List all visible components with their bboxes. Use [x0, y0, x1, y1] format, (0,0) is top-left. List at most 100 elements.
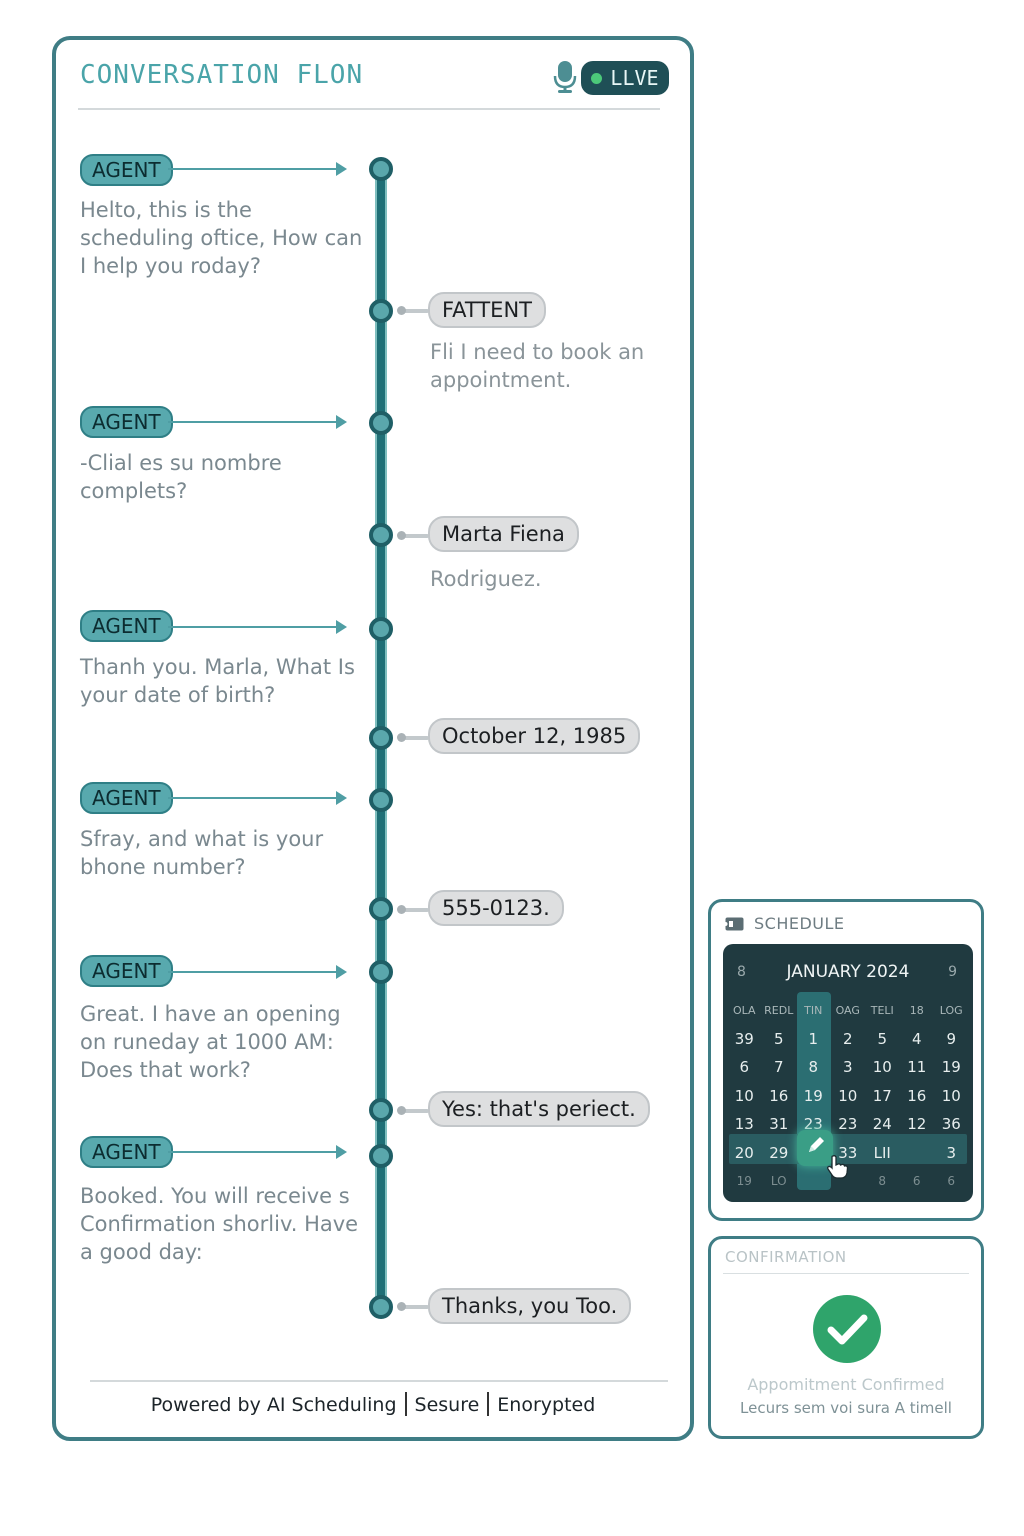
calendar-day[interactable]: 19	[803, 1086, 823, 1105]
connector	[397, 306, 429, 315]
ticket-icon	[725, 917, 744, 930]
agent-message: Great. I have an opening on runeday at 1…	[80, 1002, 341, 1082]
calendar-day[interactable]: 11	[907, 1058, 927, 1077]
timeline-node	[369, 1098, 393, 1122]
weekday-label: OAG	[835, 1003, 860, 1017]
live-label: LLVE	[610, 66, 659, 90]
calendar-day[interactable]: 5	[773, 1029, 784, 1048]
calendar-day[interactable]: LII	[873, 1143, 891, 1162]
arrow-right-icon	[168, 1145, 347, 1159]
arrow-right-icon	[168, 791, 347, 805]
weekday-label: OLA	[732, 1003, 756, 1017]
calendar-day[interactable]: 20	[734, 1143, 754, 1162]
agent-message: Helto, this is the scheduling oftice, Ho…	[80, 198, 363, 278]
timeline-node	[369, 299, 393, 323]
calendar-day[interactable]: 8	[808, 1058, 819, 1077]
calendar-day[interactable]: 10	[941, 1086, 961, 1105]
calendar-day[interactable]: 6	[947, 1174, 956, 1189]
calendar-day[interactable]: 36	[941, 1115, 961, 1134]
calendar-day[interactable]: 6	[912, 1174, 921, 1189]
schedule-title: SCHEDULE	[754, 914, 845, 933]
calendar-day[interactable]: 3	[946, 1143, 957, 1162]
timeline-node	[369, 157, 393, 181]
agent-tag: AGENT	[80, 1136, 173, 1168]
arrow-right-icon	[168, 620, 347, 634]
weekday-label: TIN	[804, 1003, 823, 1017]
microphone-icon[interactable]	[552, 60, 578, 94]
calendar-day[interactable]: 16	[769, 1086, 789, 1105]
calendar-weekday-row: OLA REDL TIN OAG TELI 18 LOG	[727, 996, 969, 1025]
calendar-day[interactable]: 10	[734, 1086, 754, 1105]
calendar-day[interactable]: 19	[736, 1174, 752, 1189]
footer-secure: Sesure	[414, 1394, 480, 1416]
calendar-day[interactable]: 23	[838, 1115, 858, 1134]
calendar-prev-button[interactable]: 8	[737, 964, 746, 980]
patient-message: Rodriguez.	[430, 567, 542, 591]
calendar-day[interactable]: 12	[907, 1115, 927, 1134]
live-dot-icon	[591, 72, 603, 84]
calendar-day[interactable]: 23	[803, 1115, 823, 1134]
timeline-node	[369, 411, 393, 435]
calendar-day[interactable]: 29	[769, 1143, 789, 1162]
calendar-day[interactable]: 3	[842, 1058, 853, 1077]
calendar-day[interactable]: 33	[838, 1143, 858, 1162]
agent-tag: AGENT	[80, 955, 173, 987]
calendar-day[interactable]: 24	[872, 1115, 892, 1134]
calendar-month: JANUARY 2024	[786, 962, 910, 982]
check-circle-icon	[813, 1295, 881, 1363]
patient-label-pill: Thanks, you Too.	[428, 1288, 632, 1324]
calendar-grid: OLA REDL TIN OAG TELI 18 LOG 39 5 1 2 5 …	[727, 996, 969, 1196]
calendar-day[interactable]: 39	[734, 1029, 754, 1048]
calendar-next-button[interactable]: 9	[948, 964, 957, 980]
agent-message: Booked. You will receive s Confirmation …	[80, 1184, 359, 1264]
arrow-right-icon	[168, 965, 347, 979]
connector	[397, 1302, 429, 1311]
arrow-right-icon	[168, 162, 347, 176]
timeline-node	[369, 1295, 393, 1319]
header-divider	[78, 108, 660, 110]
patient-label-pill: Marta Fiena	[428, 516, 579, 552]
calendar-day[interactable]: 13	[734, 1115, 754, 1134]
calendar-week-row: 19 LO 8 6 6	[727, 1167, 969, 1196]
timeline-node	[369, 523, 393, 547]
weekday-label: TELI	[870, 1003, 894, 1017]
patient-message: Fli I need to book an appointment.	[430, 340, 645, 392]
calendar-day[interactable]: 2	[842, 1029, 853, 1048]
footer-divider	[90, 1380, 668, 1382]
confirmation-title: CONFIRMATION	[725, 1248, 847, 1266]
calendar-day[interactable]: 17	[872, 1086, 892, 1105]
calendar-day[interactable]: 9	[946, 1029, 957, 1048]
live-badge: LLVE	[581, 61, 669, 95]
calendar-day[interactable]: 8	[878, 1174, 887, 1189]
calendar-day[interactable]: 1	[808, 1029, 819, 1048]
timeline-node	[369, 726, 393, 750]
connector	[397, 531, 429, 540]
connector	[397, 1106, 429, 1115]
panel-title: CONVERSATION FLON	[80, 60, 364, 90]
footer-powered: Powered by AI Scheduling	[150, 1394, 397, 1416]
patient-label-pill: FATTENT	[428, 292, 546, 328]
calendar-day[interactable]: 7	[773, 1058, 784, 1077]
conversation-panel: CONVERSATION FLON LLVE AGENT Helto, this…	[52, 36, 694, 1441]
calendar-day[interactable]: LO	[770, 1174, 787, 1189]
calendar-week-row: 10 16 19 10 17 16 10	[727, 1082, 969, 1111]
calendar-day[interactable]: 4	[911, 1029, 922, 1048]
calendar-day[interactable]: 5	[877, 1029, 888, 1048]
calendar-day[interactable]: 6	[739, 1058, 750, 1077]
agent-message: -Clial es su nombre complets?	[80, 451, 282, 503]
calendar-day[interactable]: 10	[838, 1086, 858, 1105]
calendar-day[interactable]: 19	[941, 1058, 961, 1077]
connector	[397, 733, 429, 742]
agent-tag: AGENT	[80, 154, 173, 186]
calendar-day[interactable]: 10	[872, 1058, 892, 1077]
calendar-week-row: 13 31 23 23 24 12 36	[727, 1110, 969, 1139]
confirmation-card: CONFIRMATION Appomitment Confirmed Lecur…	[708, 1236, 984, 1439]
calendar-day[interactable]: 31	[769, 1115, 789, 1134]
confirmation-status: Appomitment Confirmed	[747, 1375, 945, 1394]
calendar: 8 JANUARY 2024 9 OLA REDL TIN OAG TELI 1…	[723, 944, 973, 1202]
patient-label-pill: 555-0123.	[428, 890, 564, 926]
agent-tag: AGENT	[80, 610, 173, 642]
timeline-node	[369, 617, 393, 641]
timeline-node	[369, 897, 393, 921]
calendar-day[interactable]: 16	[907, 1086, 927, 1105]
